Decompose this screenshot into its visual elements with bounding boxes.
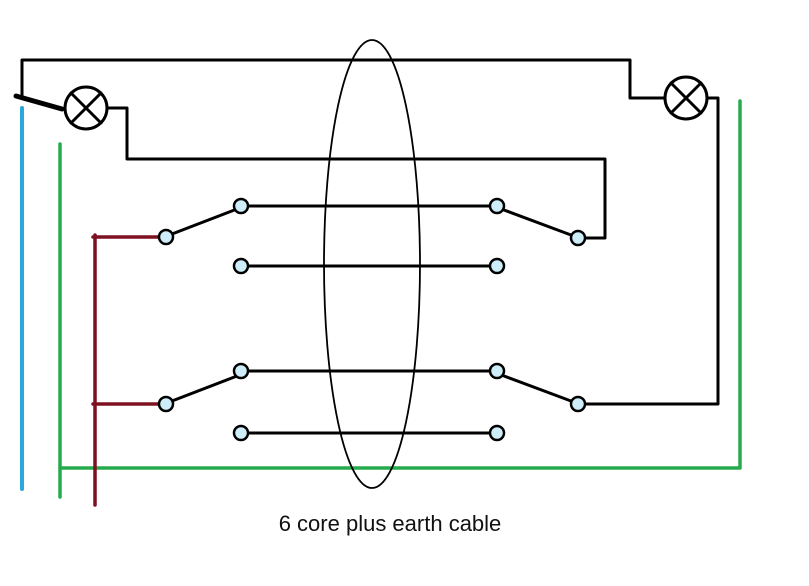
switch-terminals [157,197,587,442]
caption-label: 6 core plus earth cable [279,511,502,536]
cable-ellipse [323,39,421,489]
lamp-right-cross-2 [669,81,703,115]
earth-wire-right-run [58,99,742,470]
lamp-left-cross-2 [69,91,103,125]
left-lamp-neutral-tail [13,93,65,112]
switch-lever-top-left [170,207,239,236]
terminal-way-top-left-upper [232,197,250,215]
lamp-left-icon [63,85,109,131]
terminal-common-top-right [569,229,587,247]
earth-wire-green [58,99,742,499]
left-lamp-to-right-switch-wire [105,106,607,240]
switch-lever-bottom-left [170,374,239,403]
terminal-way-bottom-right-upper [488,362,506,380]
terminal-way-top-right-upper [488,197,506,215]
right-switch-to-right-lamp-wire [582,96,720,406]
lamp-right-icon [663,75,709,121]
black-wiring [13,39,720,489]
switch-lever-bottom-right [502,374,573,403]
terminal-common-bottom-left [157,395,175,413]
terminal-common-top-left [157,228,175,246]
terminal-way-bottom-left-lower [232,424,250,442]
live-wire-darkred [91,233,161,507]
neutral-link-wire [20,58,667,100]
terminal-way-bottom-right-lower [488,424,506,442]
switch-lever-top-right [502,208,573,237]
terminal-way-top-left-lower [232,257,250,275]
terminal-way-bottom-left-upper [232,362,250,380]
terminal-way-top-right-lower [488,257,506,275]
terminal-common-bottom-right [569,395,587,413]
